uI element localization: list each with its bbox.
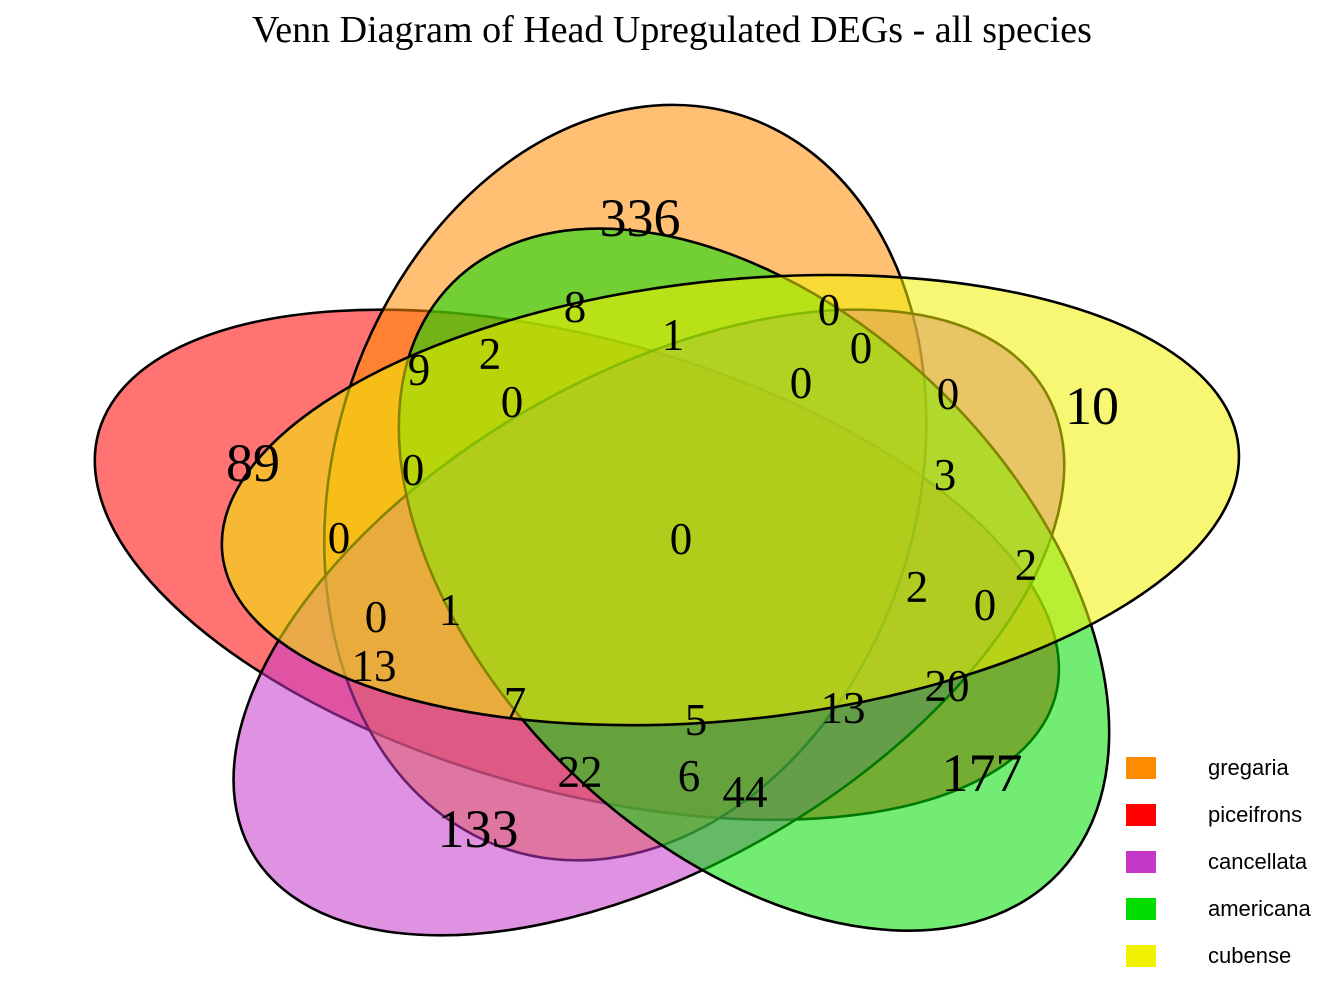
region-count-piceifrons-cubense: 0 xyxy=(328,513,351,563)
region-count-gregaria-cancellata-americana-cubense: 0 xyxy=(790,358,813,408)
region-count-gregaria-americana-cubense: 1 xyxy=(662,310,685,360)
region-count-gregaria-piceifrons-americana-cubense: 0 xyxy=(501,377,524,427)
legend-item-cancellata: cancellata xyxy=(1126,849,1311,874)
region-count-americana: 177 xyxy=(942,743,1023,803)
region-count-piceifrons-cancellata-cubense: 0 xyxy=(365,592,388,642)
region-count-gregaria-americana: 8 xyxy=(564,282,587,332)
region-count-piceifrons-americana-cubense: 0 xyxy=(974,580,997,630)
region-count-cancellata-americana-cubense: 3 xyxy=(934,450,957,500)
region-count-cancellata-cubense: 0 xyxy=(937,369,960,419)
legend-swatch-gregaria xyxy=(1126,757,1156,779)
region-count-gregaria-cancellata-americana: 6 xyxy=(678,751,701,801)
region-count-gregaria-piceifrons-cancellata: 7 xyxy=(504,678,527,728)
region-count-gregaria-piceifrons: 9 xyxy=(408,345,431,395)
legend-swatch-cancellata xyxy=(1126,851,1156,873)
legend-swatch-piceifrons xyxy=(1126,804,1156,826)
legend-label-piceifrons: piceifrons xyxy=(1208,802,1303,827)
legend-swatch-americana xyxy=(1126,898,1156,920)
region-count-gregaria-piceifrons-cubense: 0 xyxy=(402,445,425,495)
legend-label-cubense: cubense xyxy=(1208,943,1292,968)
chart-title: Venn Diagram of Head Upregulated DEGs - … xyxy=(252,9,1092,51)
region-count-americana-cubense: 2 xyxy=(1015,540,1038,590)
legend-item-americana: americana xyxy=(1126,896,1311,921)
region-count-gregaria-piceifrons-cancellata-cubense: 1 xyxy=(439,585,462,635)
region-count-gregaria-piceifrons-cancellata-americana: 5 xyxy=(685,695,708,745)
region-count-gregaria-cancellata-cubense: 0 xyxy=(850,323,873,373)
legend-label-americana: americana xyxy=(1208,896,1311,921)
region-count-cubense: 10 xyxy=(1065,376,1119,436)
region-count-gregaria-piceifrons-americana: 2 xyxy=(479,329,502,379)
legend-swatch-cubense xyxy=(1126,945,1156,967)
region-count-piceifrons: 89 xyxy=(226,433,280,493)
region-count-piceifrons-cancellata-americana: 13 xyxy=(821,683,866,733)
region-count-gregaria-piceifrons-cancellata-americana-cubense: 0 xyxy=(670,514,693,564)
region-count-piceifrons-cancellata-americana-cubense: 2 xyxy=(906,562,929,612)
region-count-piceifrons-cancellata: 13 xyxy=(352,641,397,691)
region-count-gregaria: 336 xyxy=(600,188,681,248)
legend-label-gregaria: gregaria xyxy=(1208,755,1289,780)
region-count-piceifrons-americana: 20 xyxy=(925,661,970,711)
legend-item-cubense: cubense xyxy=(1126,943,1311,968)
venn-ellipses xyxy=(0,76,1288,960)
region-count-cancellata: 133 xyxy=(438,799,519,859)
legend: gregaria piceifrons cancellata americana… xyxy=(1126,755,1311,992)
legend-label-cancellata: cancellata xyxy=(1208,849,1308,874)
region-count-gregaria-cubense: 0 xyxy=(818,285,841,335)
region-count-gregaria-cancellata: 22 xyxy=(558,747,603,797)
ellipse-cubense xyxy=(173,219,1287,781)
legend-item-piceifrons: piceifrons xyxy=(1126,802,1311,827)
legend-item-gregaria: gregaria xyxy=(1126,755,1311,780)
region-count-cancellata-americana: 44 xyxy=(723,767,768,817)
